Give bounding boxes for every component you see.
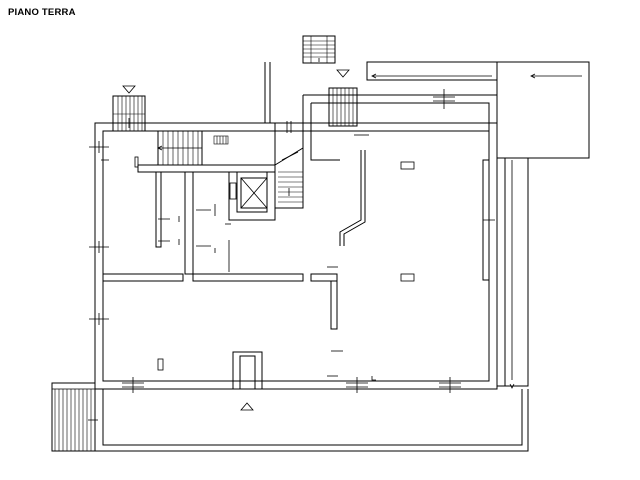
floor-plan-title: PIANO TERRA: [8, 7, 76, 18]
entrance-marker-icon: [336, 69, 350, 78]
staircase-bottom-left: [51, 382, 98, 452]
elevator-shaft: [229, 177, 268, 209]
terrace: [94, 389, 529, 452]
staircase-corridor: [157, 130, 229, 166]
staircase-top: [302, 35, 336, 64]
staircase-central: [274, 147, 304, 209]
interior-walls: [102, 62, 490, 389]
right-annex: [366, 61, 590, 389]
bottom-entrance-icon: [240, 402, 254, 411]
exterior-walls: [94, 94, 498, 390]
down-arrow-icon: [122, 85, 136, 94]
staircase-entry: [328, 87, 358, 127]
windows: [89, 89, 495, 393]
staircase-top-left: [112, 95, 146, 132]
columns: [134, 134, 415, 381]
